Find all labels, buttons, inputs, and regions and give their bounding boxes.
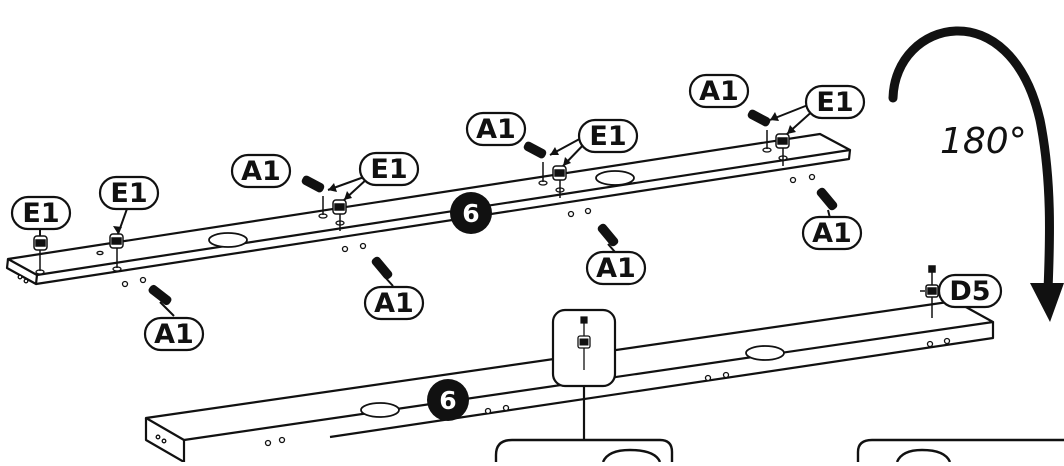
label-a1-side-4: A1 — [801, 215, 863, 251]
label-a1-side-2-text: A1 — [374, 288, 414, 319]
label-d5: D5 — [937, 273, 1003, 309]
cam-lock-3 — [332, 199, 347, 231]
label-a1-top-2: A1 — [465, 111, 527, 147]
lower-panel-edge-holes — [155, 337, 951, 447]
dowel-top-1 — [301, 175, 325, 215]
label-a1-side-2: A1 — [363, 285, 425, 321]
lower-panel-cutouts — [360, 345, 785, 418]
label-e1-4-text: E1 — [589, 121, 626, 152]
rotation-arrow — [888, 26, 1064, 322]
a1-side-dowels — [148, 187, 838, 306]
upper-panel-cutouts — [208, 170, 635, 248]
label-e1-1-text: E1 — [22, 198, 59, 229]
label-e1-5: E1 — [804, 84, 866, 120]
detail-callout — [551, 308, 617, 440]
cam-lock-5 — [775, 133, 790, 166]
label-e1-2: E1 — [98, 175, 160, 211]
a1-top-dowels — [301, 109, 771, 215]
label-a1-top-2-text: A1 — [476, 114, 516, 145]
dowel-top-2 — [523, 141, 547, 182]
label-a1-top-1-text: A1 — [241, 156, 281, 187]
label-a1-top-3: A1 — [688, 73, 750, 109]
label-a1-top-1: A1 — [230, 153, 292, 189]
label-a1-side-3: A1 — [585, 250, 647, 286]
panel-badge-lower: 6 — [427, 379, 469, 421]
label-e1-3: E1 — [358, 151, 420, 187]
rotation-label: 180° — [940, 121, 1027, 162]
cam-lock-2 — [109, 233, 124, 268]
label-a1-side-4-text: A1 — [812, 218, 852, 249]
label-d5-text: D5 — [949, 276, 990, 307]
panel-badge-upper-text: 6 — [462, 199, 479, 228]
label-a1-side-1-text: A1 — [154, 319, 194, 350]
panel-badge-lower-text: 6 — [439, 386, 456, 415]
label-e1-2-text: E1 — [110, 178, 147, 209]
label-a1-side-1: A1 — [143, 316, 205, 352]
cam-lock-4 — [552, 165, 567, 198]
label-e1-3-text: E1 — [370, 154, 407, 185]
d5-fitting — [920, 265, 939, 318]
panel-badge-upper: 6 — [450, 192, 492, 234]
label-e1-4: E1 — [577, 118, 639, 154]
upper-panel-edge-holes — [17, 173, 816, 288]
e1-cam-lock-hardware — [33, 133, 790, 271]
label-e1-5-text: E1 — [816, 87, 853, 118]
label-a1-side-3-text: A1 — [596, 253, 636, 284]
label-a1-top-3-text: A1 — [699, 76, 739, 107]
dowel-top-3 — [747, 109, 771, 149]
bottom-callouts — [494, 438, 1064, 463]
label-e1-1: E1 — [10, 195, 72, 231]
leader-arrowheads — [113, 112, 796, 234]
cam-lock-1 — [33, 235, 48, 271]
